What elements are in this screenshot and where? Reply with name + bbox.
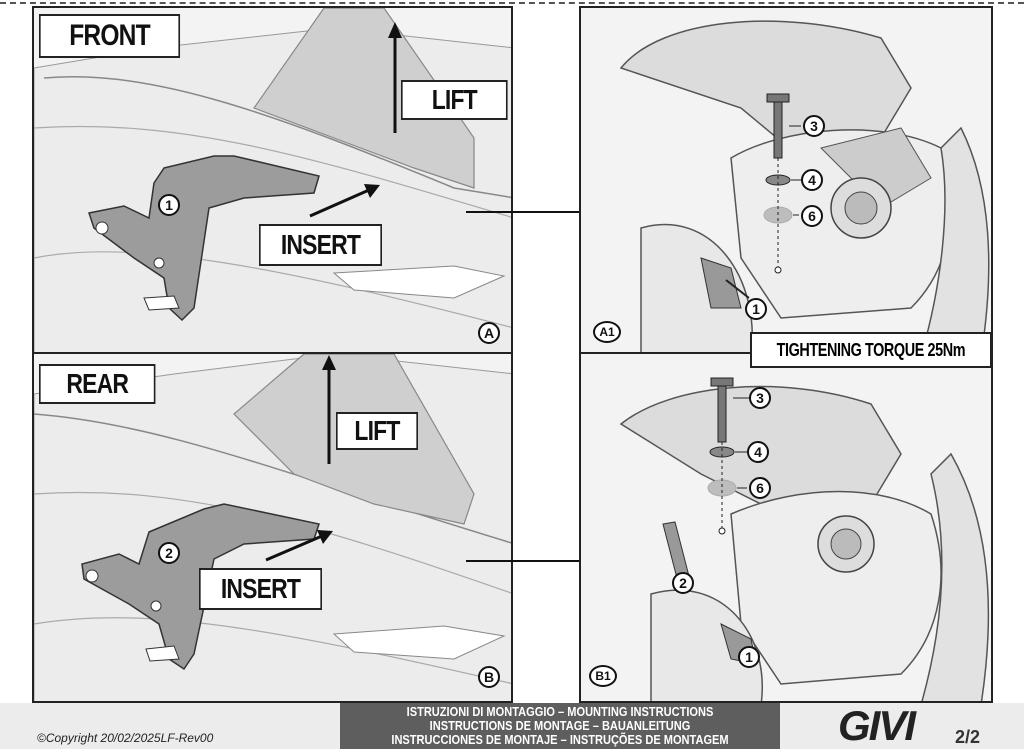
rear-insert-label: INSERT (199, 568, 322, 610)
a1-part-badge-1: 3 (803, 115, 825, 137)
b1-part-badge-3: 6 (749, 477, 771, 499)
copyright-text: ©Copyright 20/02/2025LF-Rev00 (37, 731, 214, 745)
b1-part-badge-4: 2 (672, 572, 694, 594)
rear-lift-label: LIFT (336, 412, 418, 450)
front-panel-letter: A (478, 322, 500, 344)
tightening-torque-text: TIGHTENING TORQUE 25Nm (776, 339, 966, 360)
front-lift-label: LIFT (401, 80, 508, 120)
givi-logo-text: GIVI (838, 706, 917, 746)
rear-panel-letter: B (478, 666, 500, 688)
rear-tag: REAR (39, 364, 156, 404)
front-insert-label: INSERT (259, 224, 382, 266)
front-illustration (34, 8, 511, 352)
title-line-2: INSTRUCTIONS DE MONTAGE – BAUANLEITUNG (429, 718, 691, 733)
footer-titles: ISTRUZIONI DI MONTAGGIO – MOUNTING INSTR… (340, 703, 780, 749)
top-dashed-border (0, 2, 1024, 4)
b1-part-badge-1: 3 (749, 387, 771, 409)
b1-part-badge-5: 1 (738, 646, 760, 668)
front-tag: FRONT (39, 14, 181, 58)
panel-rear: REAR LIFT INSERT 2 B (32, 352, 513, 703)
tightening-torque-label: TIGHTENING TORQUE 25Nm (750, 332, 992, 368)
front-part-badge: 1 (158, 194, 180, 216)
a1-part-badge-4: 1 (745, 298, 767, 320)
rear-part-badge: 2 (158, 542, 180, 564)
a1-panel-letter: A1 (593, 321, 621, 343)
givi-logo: GIVI (838, 706, 919, 746)
title-line-3: INSTRUCCIONES DE MONTAJE – INSTRUÇÕES DE… (391, 732, 729, 747)
b1-panel-letter: B1 (589, 665, 617, 687)
panel-a1: 3 4 6 1 A1 (579, 6, 993, 354)
a1-part-badge-3: 6 (801, 205, 823, 227)
a1-part-badge-2: 4 (801, 169, 823, 191)
panel-front: FRONT LIFT INSERT 1 A (32, 6, 513, 354)
page-number: 2/2 (955, 727, 981, 747)
a1-illustration (619, 20, 990, 352)
title-line-1: ISTRUZIONI DI MONTAGGIO – MOUNTING INSTR… (406, 704, 714, 719)
panel-b1: 3 4 6 2 1 B1 (579, 352, 993, 703)
b1-illustration (619, 377, 990, 701)
rear-illustration (34, 354, 511, 701)
b1-part-badge-2: 4 (747, 441, 769, 463)
